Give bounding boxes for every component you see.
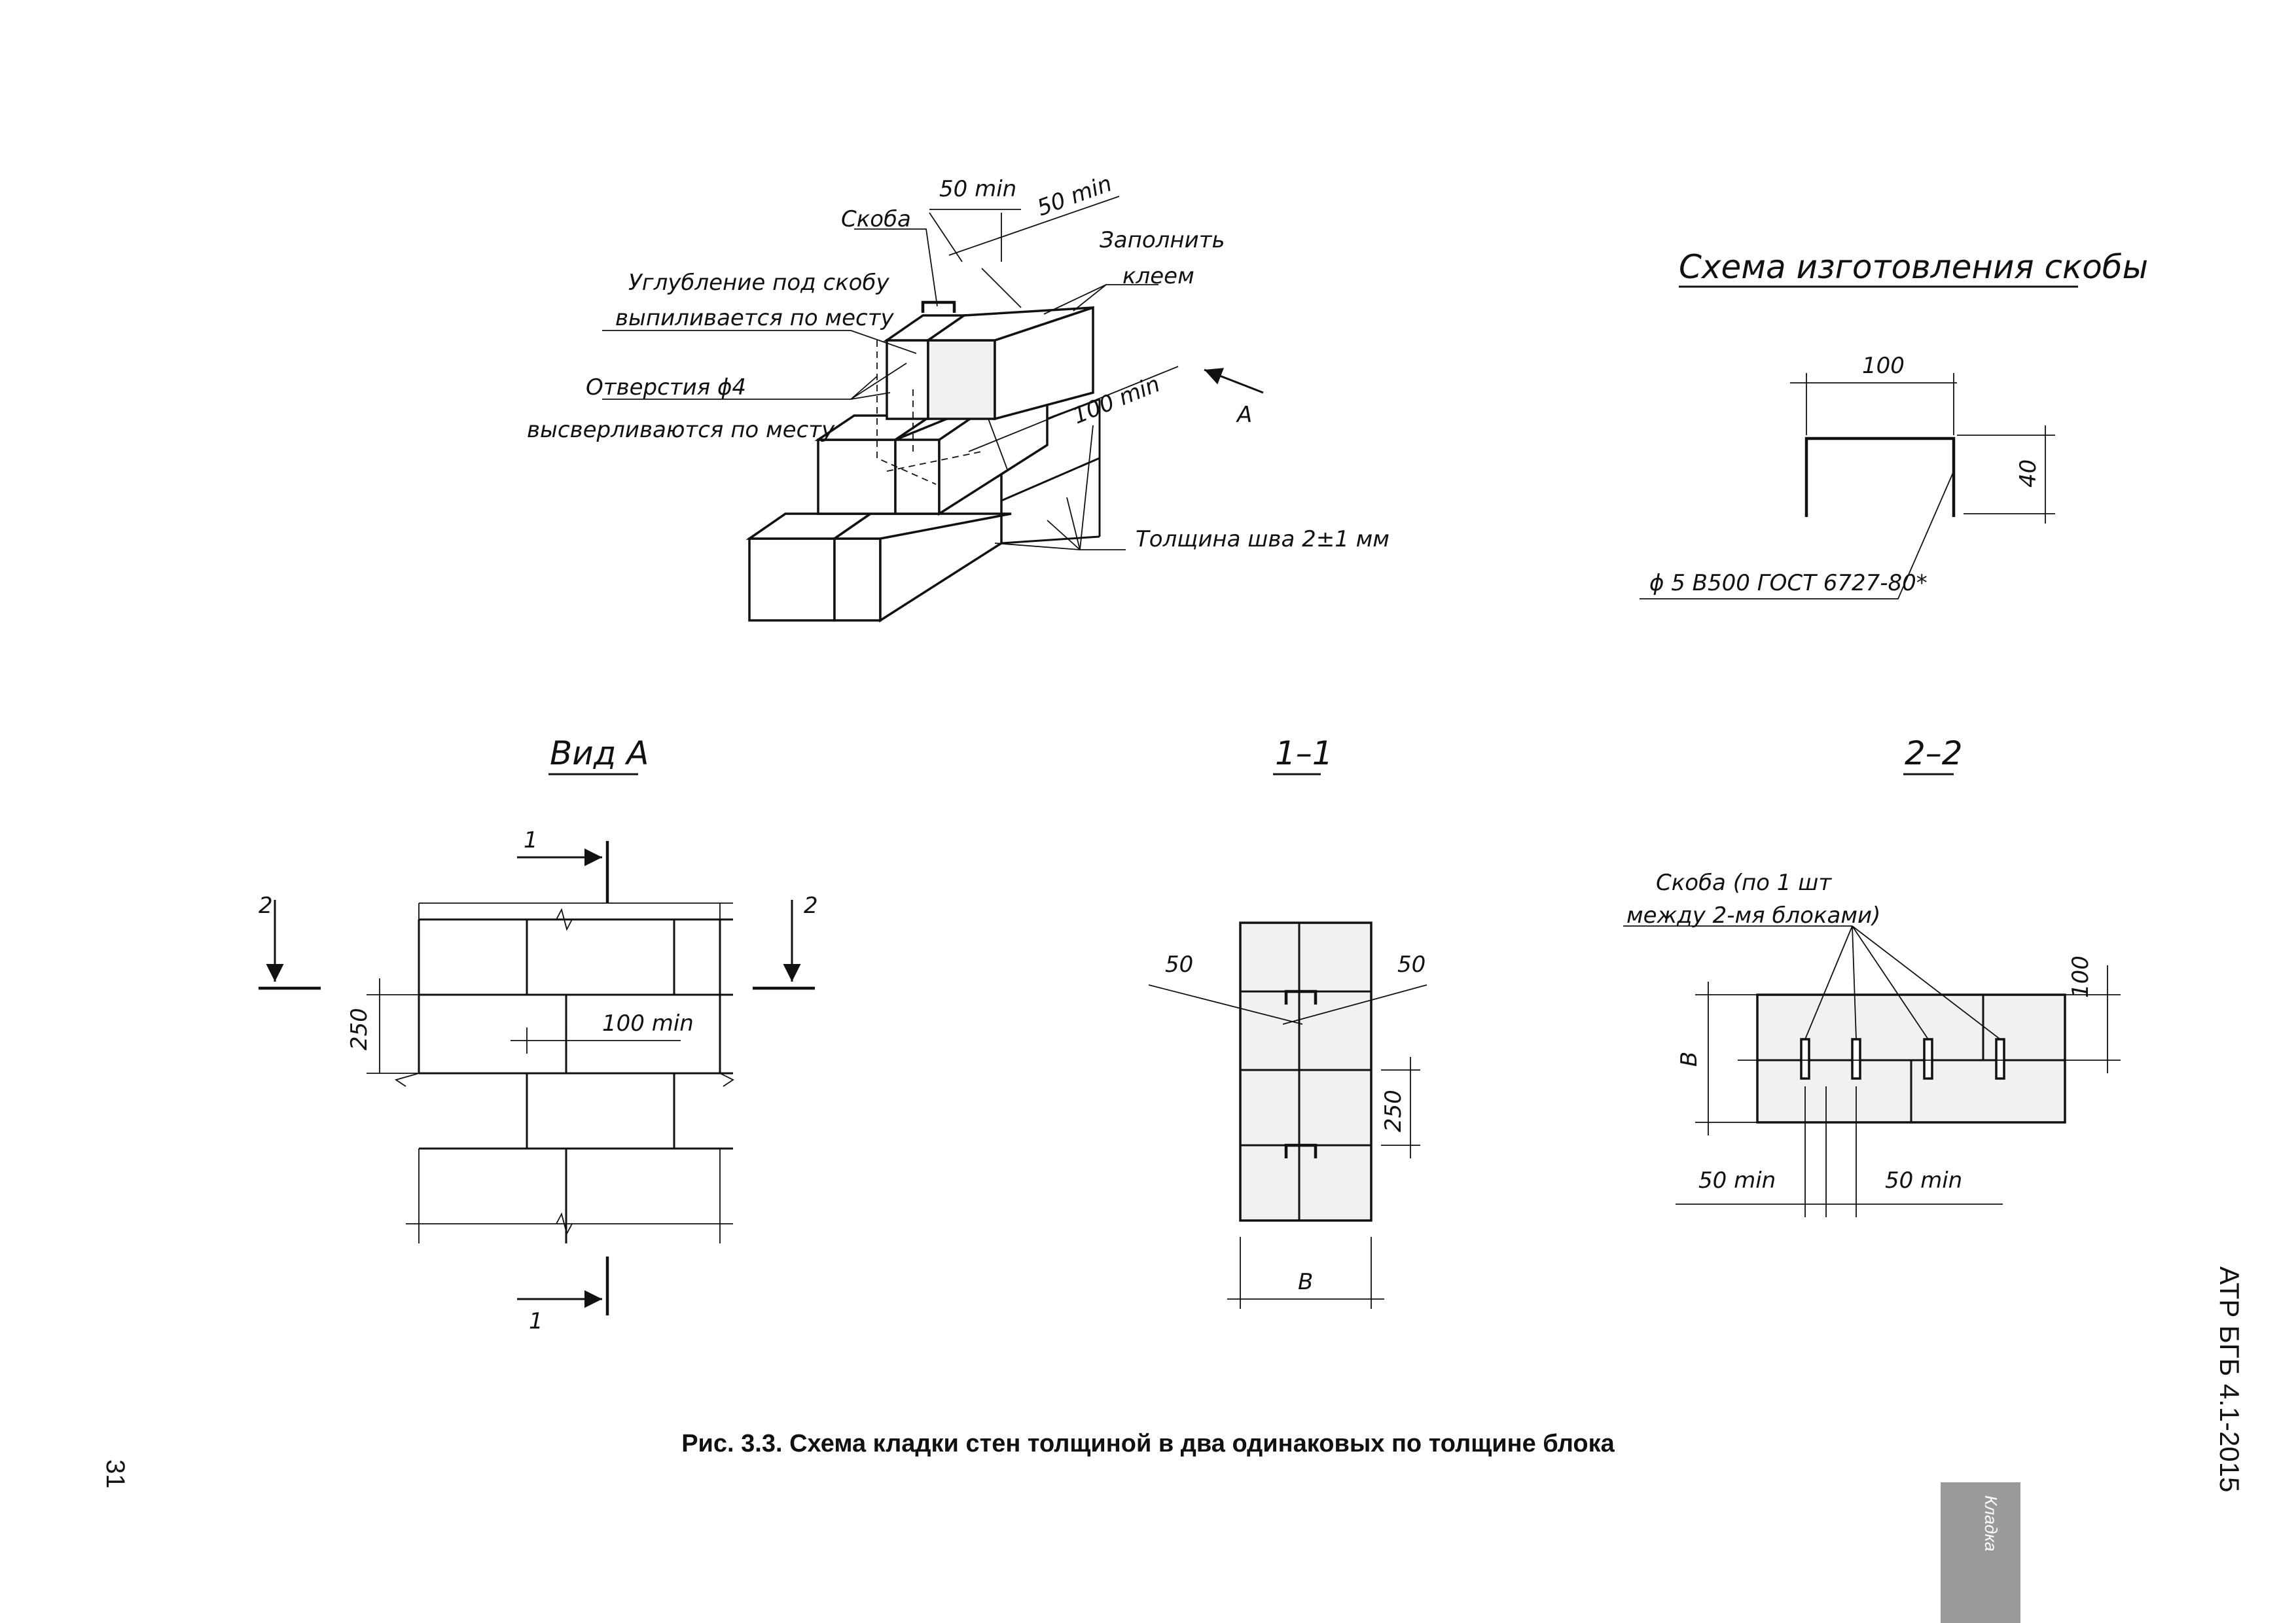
iso-label-zapoln-2: клеем <box>1122 263 1194 289</box>
document-code: АТР БГБ 4.1-2015 <box>2214 1266 2245 1493</box>
staple-dim-width: 100 <box>1862 353 1905 379</box>
view-a-arrow-label: А <box>1236 402 1252 428</box>
view-a-section1-bottom: 1 <box>529 1308 543 1334</box>
iso-staple-icon <box>921 300 956 313</box>
iso-dim-50min-a: 50 min <box>939 176 1016 202</box>
iso-label-otv-1: Отверстия ϕ4 <box>586 374 746 401</box>
view-a-title: Вид А <box>550 734 649 772</box>
iso-block-top-main <box>924 306 1094 421</box>
view-a-dim-100min: 100 min <box>602 1010 694 1037</box>
section-1-1-title: 1–1 <box>1275 734 1333 772</box>
iso-block-bottom-left <box>745 512 874 622</box>
view-a-section1-top: 1 <box>524 827 538 853</box>
page-number: 31 <box>101 1459 130 1489</box>
iso-label-skoba: Скоба <box>841 206 911 232</box>
section-1-1-staple-top <box>1284 990 1318 1005</box>
iso-label-uglub-2: выпиливается по месту <box>615 305 894 331</box>
section-2-2-dim-50min-left: 50 min <box>1698 1168 1776 1194</box>
section-2-2: 2–2 Скоба (по 1 шт между 2-мя блоками) 1… <box>1623 734 2121 1217</box>
section-2-2-dim-b: В <box>1676 1052 1702 1067</box>
section-tab: Кладка <box>1941 1482 2020 1623</box>
iso-label-otv-2: высверливаются по месту <box>527 417 835 443</box>
view-a-section2-right: 2 <box>804 893 818 919</box>
view-a-section2-left: 2 <box>259 893 273 919</box>
iso-block-bottom-main <box>831 455 1101 623</box>
section-tab-label: Кладка <box>1981 1495 2001 1552</box>
section-2-2-title: 2–2 <box>1905 734 1963 772</box>
section-1-1-dim-50-right: 50 <box>1397 952 1426 978</box>
staple-shape <box>1804 437 1956 517</box>
section-1-1-dim-250: 250 <box>1380 1090 1407 1132</box>
iso-label-tolsh: Толщина шва 2±1 мм <box>1136 526 1390 552</box>
staple-scheme-title: Схема изготовления скобы <box>1679 248 2148 286</box>
section-1-1-dim-50-left: 50 <box>1165 952 1193 978</box>
section-2-2-dim-50min-right: 50 min <box>1885 1168 1962 1194</box>
section-2-2-dim-100: 100 <box>2068 955 2094 998</box>
view-a: Вид А <box>259 734 818 1334</box>
staple-rod-note: ϕ 5 В500 ГОСТ 6727-80* <box>1649 570 1928 596</box>
figure-caption: Рис. 3.3. Схема кладки стен толщиной в д… <box>681 1430 1615 1457</box>
staple-scheme: Схема изготовления скобы 100 40 ϕ 5 В500… <box>1640 248 2148 599</box>
isometric-wall-view: Скоба Углубление под скобу выпиливается … <box>527 170 1390 623</box>
section-2-2-note-2: между 2-мя блоками) <box>1626 902 1880 929</box>
section-2-2-staples <box>1800 1038 2005 1080</box>
view-a-dim-250: 250 <box>346 1008 372 1050</box>
iso-dim-50min-b: 50 min <box>1033 170 1115 221</box>
staple-dim-height: 40 <box>2015 459 2041 488</box>
section-2-2-note-1: Скоба (по 1 шт <box>1656 870 1832 896</box>
section-1-1: 1–1 50 50 250 В <box>1148 734 1427 1309</box>
section-1-1-staple-bottom <box>1284 1143 1318 1158</box>
view-a-masonry <box>394 902 734 1243</box>
view-a-arrow <box>1204 368 1264 394</box>
section-1-1-dim-b: В <box>1298 1269 1313 1295</box>
iso-label-zapoln-1: Заполнить <box>1100 227 1225 253</box>
iso-label-uglub-1: Углубление под скобу <box>628 270 889 296</box>
